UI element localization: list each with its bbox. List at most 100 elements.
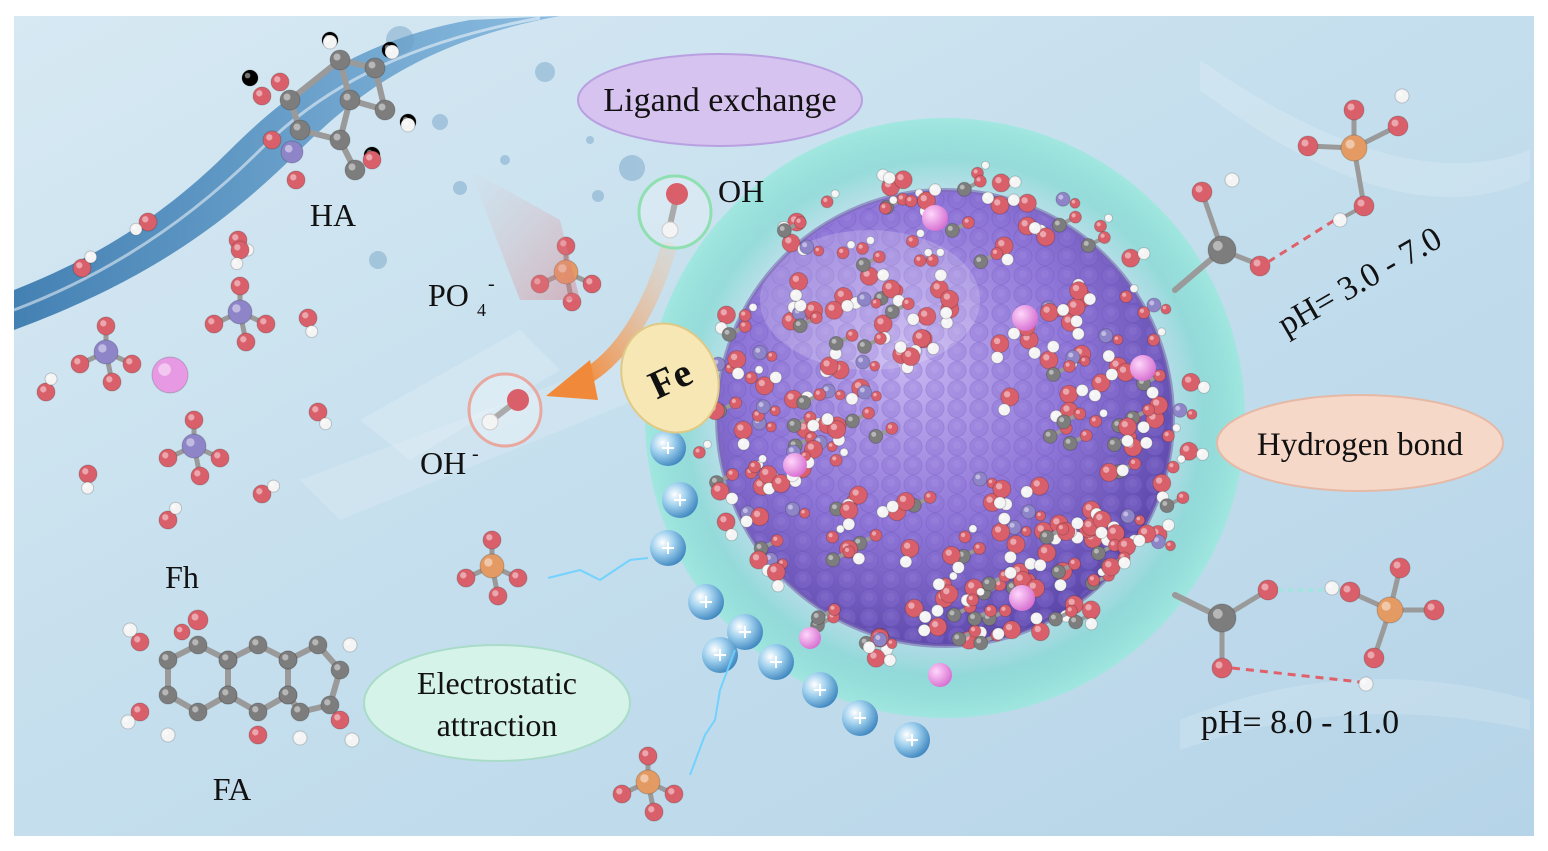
surface-water <box>1033 543 1057 572</box>
nitrate-molecule <box>70 316 142 392</box>
water-molecule <box>298 308 319 338</box>
oh-minus-label-main: OH <box>420 445 466 481</box>
surface-nitrate <box>785 501 811 519</box>
fa-label: FA <box>213 771 252 807</box>
surface-nitrate <box>1098 328 1124 346</box>
surface-nitrate <box>856 384 882 402</box>
surface-carbon <box>825 545 856 568</box>
ph-bottom-label: pH= 8.0 - 11.0 <box>1201 704 1399 741</box>
po4-label: PO 4 - <box>428 273 495 320</box>
po4-label-sup: - <box>488 273 495 295</box>
surface-carbon <box>1051 210 1082 233</box>
surface-hydroxyl <box>748 454 768 474</box>
surface-hydroxyl <box>829 447 849 467</box>
surface-carbon <box>753 534 784 557</box>
water-molecule <box>78 464 98 495</box>
water-wave <box>14 16 560 330</box>
surface-carbon <box>828 328 859 351</box>
water-molecule <box>72 250 98 278</box>
surface-carbon <box>776 216 807 239</box>
surface-water <box>991 512 1011 542</box>
surface-nitrate <box>1006 519 1032 537</box>
positive-ion <box>842 700 878 736</box>
surface-carbon <box>981 604 1012 627</box>
surface-hydroxyl <box>1147 327 1167 347</box>
surface-water <box>1121 246 1151 268</box>
surface-water <box>1059 383 1089 404</box>
positive-ion <box>727 614 763 650</box>
water-molecule <box>158 501 183 530</box>
positive-ion <box>802 672 838 708</box>
exchange-arrow-head <box>546 360 598 400</box>
surface-nitrate <box>755 399 781 417</box>
surface-carbon <box>967 604 998 627</box>
positive-ion <box>650 530 686 566</box>
surface-hydroxyl <box>825 524 845 544</box>
surface-water <box>990 334 1010 364</box>
surface-water <box>991 173 1022 193</box>
surface-hydroxyl <box>966 587 986 607</box>
water-molecule <box>129 212 158 236</box>
surface-hydroxyl <box>1087 567 1107 587</box>
surface-hydroxyl <box>836 240 856 260</box>
surface-water <box>1117 417 1137 448</box>
wave-highlight <box>13 16 541 312</box>
surface-carbon <box>973 247 1004 270</box>
hydrogen-bond-label: Hydrogen bond <box>1257 427 1464 463</box>
water-molecule <box>230 240 250 271</box>
surface-carbon <box>884 297 915 320</box>
surface-hydroxyl <box>905 228 925 248</box>
surface-hydroxyl <box>1089 408 1109 428</box>
surface-water <box>904 598 932 624</box>
surface-water <box>710 481 739 505</box>
surface-nitrate <box>799 239 825 257</box>
surface-carbon <box>1062 428 1093 451</box>
surface-water <box>866 648 897 668</box>
surface-water <box>1069 281 1097 306</box>
surface-water <box>727 350 747 381</box>
surface-water <box>766 562 786 593</box>
nitrate-molecule <box>158 410 230 486</box>
surface-water <box>1099 462 1130 482</box>
surface-water <box>992 479 1012 510</box>
electrostatic-bubble: Electrostatic attraction <box>363 644 631 762</box>
phosphate-molecule <box>456 530 528 606</box>
surface-hydroxyl <box>913 248 933 268</box>
surface-hydroxyl <box>1161 423 1181 443</box>
charged-ions <box>650 430 930 758</box>
surface-carbon <box>981 569 1012 592</box>
surface-water <box>819 347 843 376</box>
surface-carbon <box>868 421 899 444</box>
surface-water <box>886 492 916 513</box>
surface-water <box>881 279 906 308</box>
surface-water <box>821 412 847 440</box>
surface-water <box>941 545 965 574</box>
electrostatic-sparks <box>547 557 736 776</box>
surface-carbon <box>844 406 875 429</box>
surface-hydroxyl <box>878 195 898 215</box>
fh-label: Fh <box>165 559 199 595</box>
surface-water <box>1179 441 1210 461</box>
positive-ion <box>662 482 698 518</box>
surface-carbon <box>951 624 982 647</box>
surface-hydroxyl <box>744 365 764 385</box>
surface-water <box>1020 476 1049 499</box>
oh-minus-label: OH - <box>420 443 479 481</box>
surface-water <box>906 306 937 326</box>
surface-carbon <box>1090 538 1121 561</box>
phosphate-motion-blur <box>470 170 580 300</box>
surface-nitrate <box>1021 504 1047 522</box>
po4-label-main: PO <box>428 277 469 313</box>
surface-water <box>1181 372 1211 394</box>
surface-water <box>1081 600 1101 631</box>
surface-water <box>789 271 809 302</box>
oh-minus-label-sup: - <box>472 443 479 465</box>
surface-carbon <box>792 311 823 334</box>
humic-acid-molecule <box>241 31 417 190</box>
surface-nitrate <box>820 383 846 401</box>
surface-hydroxyl <box>692 439 712 459</box>
surface-water <box>981 191 1010 215</box>
surface-carbon <box>852 528 883 551</box>
surface-nitrate <box>1172 402 1198 420</box>
